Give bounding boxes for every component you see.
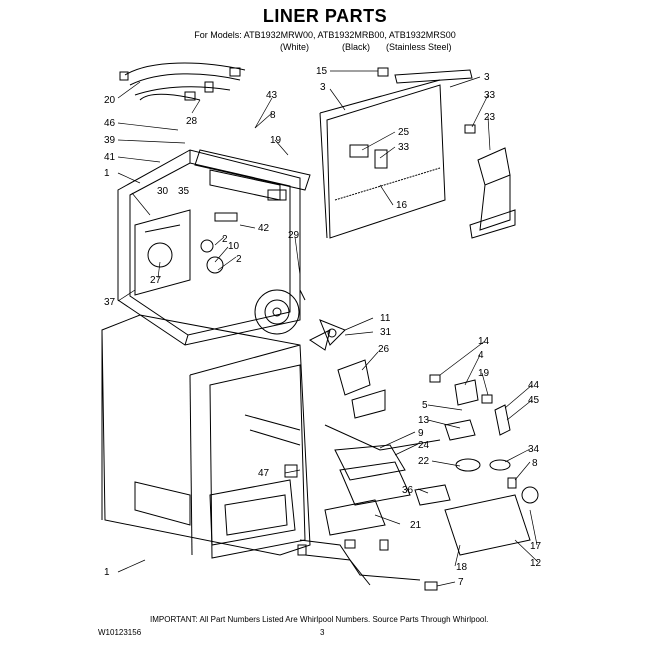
callout: 36 [402, 485, 414, 496]
callout: 34 [528, 444, 540, 455]
callout: 10 [228, 241, 240, 252]
model-list: For Models: ATB1932MRW00, ATB1932MRB00, … [194, 30, 456, 40]
callout: 1 [104, 567, 110, 578]
color-label-black: (Black) [342, 42, 371, 52]
page-number: 3 [320, 628, 325, 637]
callout: 18 [456, 562, 468, 573]
color-label-stainless: (Stainless Steel) [386, 42, 452, 52]
callout: 8 [270, 110, 276, 121]
callout: 27 [150, 275, 162, 286]
callout: 42 [258, 223, 270, 234]
page-title: LINER PARTS [262, 6, 388, 26]
callout: 11 [380, 313, 391, 324]
callout: 33 [398, 142, 410, 153]
callout: 12 [530, 558, 542, 569]
callout: 21 [410, 520, 422, 531]
callout: 25 [398, 127, 410, 138]
callout: 45 [528, 395, 540, 406]
callout: 2 [222, 234, 228, 245]
rear-panel [319, 67, 473, 239]
callout: 2 [236, 254, 242, 265]
callout: 17 [530, 541, 542, 552]
callout: 13 [418, 415, 430, 426]
fresh-food-liner [101, 314, 311, 559]
callout: 37 [104, 297, 116, 308]
callout: 29 [288, 230, 300, 241]
color-label-white: (White) [280, 42, 309, 52]
callout: 31 [380, 327, 392, 338]
callout: 19 [270, 135, 282, 146]
callout: 26 [378, 344, 390, 355]
callout: 4 [478, 350, 484, 361]
fan-assembly [309, 319, 386, 419]
callout: 41 [104, 152, 116, 163]
important-note: IMPORTANT: All Part Numbers Listed Are W… [150, 615, 489, 624]
damper-mechanism [297, 374, 539, 591]
wire-harness-top [119, 62, 246, 101]
callout: 9 [418, 428, 424, 439]
callout: 5 [422, 400, 428, 411]
callout: 39 [104, 135, 116, 146]
callout: 35 [178, 186, 190, 197]
callout: 47 [258, 468, 270, 479]
leader-lines [117, 70, 539, 587]
callout: 22 [418, 456, 430, 467]
callout: 24 [418, 440, 430, 451]
callout: 3 [484, 72, 490, 83]
callout: 43 [266, 90, 278, 101]
callout: 23 [484, 112, 496, 123]
callout: 33 [484, 90, 496, 101]
callout: 3 [320, 82, 326, 93]
callout: 20 [104, 95, 116, 106]
document-part-number: W10123156 [98, 628, 142, 637]
callout: 15 [316, 66, 328, 77]
callout: 46 [104, 118, 116, 129]
callout-labels: 20 28 43 46 8 39 19 41 1 30 35 42 2 10 2… [104, 66, 542, 588]
dispenser-control [464, 124, 516, 239]
callout: 8 [532, 458, 538, 469]
freezer-liner [117, 149, 311, 346]
callout: 44 [528, 380, 540, 391]
callout: 16 [396, 200, 408, 211]
callout: 30 [157, 186, 169, 197]
callout: 7 [458, 577, 464, 588]
callout: 19 [478, 368, 490, 379]
callout: 28 [186, 116, 198, 127]
callout: 14 [478, 336, 490, 347]
callout: 1 [104, 168, 110, 179]
